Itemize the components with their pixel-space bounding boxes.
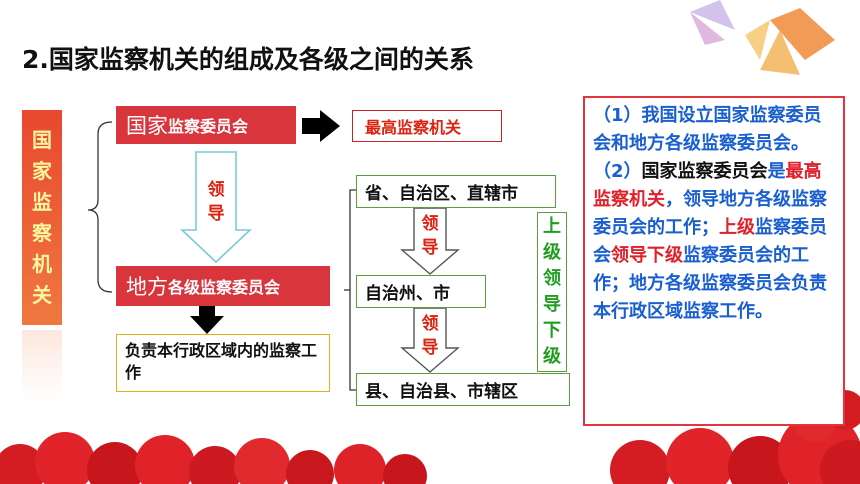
side-label-reflection: [22, 330, 62, 400]
butterfly-icon: [690, 0, 735, 45]
lead-label-level1: 领导: [421, 214, 439, 258]
level-prefecture-box: 自治州、市: [356, 275, 486, 308]
hollow-down-arrow-icon: [400, 307, 460, 373]
lead-label-main: 领导: [207, 180, 225, 224]
highest-organ-box: 最高监察机关: [352, 110, 502, 142]
national-commission-box: 国家监察委员会: [116, 106, 296, 144]
level-county-label: 县、自治县、市辖区: [365, 382, 518, 402]
hollow-down-arrow-icon: [400, 207, 460, 275]
page-title: 2.国家监察机关的组成及各级之间的关系: [22, 45, 474, 74]
butterfly-icon: [745, 8, 835, 75]
explanation-panel: （1）我国设立国家监察委员会和地方各级监察委员会。 （2）国家监察委员会是最高监…: [583, 96, 845, 426]
hollow-down-arrow-icon: [179, 151, 253, 264]
side-label: 国家监察机关: [32, 127, 52, 307]
local-commission-box: 地方各级监察委员会: [116, 266, 330, 306]
upper-lead-box: 上级领导下级: [537, 212, 567, 372]
level-province-box: 省、自治区、直辖市: [356, 175, 556, 208]
local-suffix: 各级监察委员会: [168, 278, 281, 297]
explanation-paragraph-1: （1）我国设立国家监察委员会和地方各级监察委员会。: [593, 105, 822, 154]
local-duty-label: 负责本行政区域内的监察工作: [125, 341, 318, 382]
side-label-box: 国家监察机关: [22, 110, 62, 325]
upper-lead-label: 上级领导下级: [543, 216, 561, 367]
lead-label-level2: 领导: [421, 314, 439, 358]
national-suffix: 监察委员会: [168, 117, 249, 136]
local-prefix: 地方: [126, 275, 168, 299]
black-right-arrow-icon: [302, 110, 340, 142]
level-county-box: 县、自治县、市辖区: [356, 373, 570, 406]
national-prefix: 国家: [126, 114, 168, 138]
explanation-paragraph-2: （2）国家监察委员会是最高监察机关，领导地方各级监察委员会的工作；上级监察委员会…: [593, 161, 827, 322]
highest-organ-label: 最高监察机关: [365, 118, 462, 137]
red-cloud-decoration: [0, 390, 860, 484]
level-prefecture-label: 自治州、市: [365, 284, 450, 304]
levels-bracket: [344, 189, 356, 391]
local-duty-box: 负责本行政区域内的监察工作: [116, 334, 330, 392]
left-bracket: [87, 121, 113, 293]
level-province-label: 省、自治区、直辖市: [365, 184, 518, 204]
black-down-arrow-icon: [190, 304, 224, 334]
